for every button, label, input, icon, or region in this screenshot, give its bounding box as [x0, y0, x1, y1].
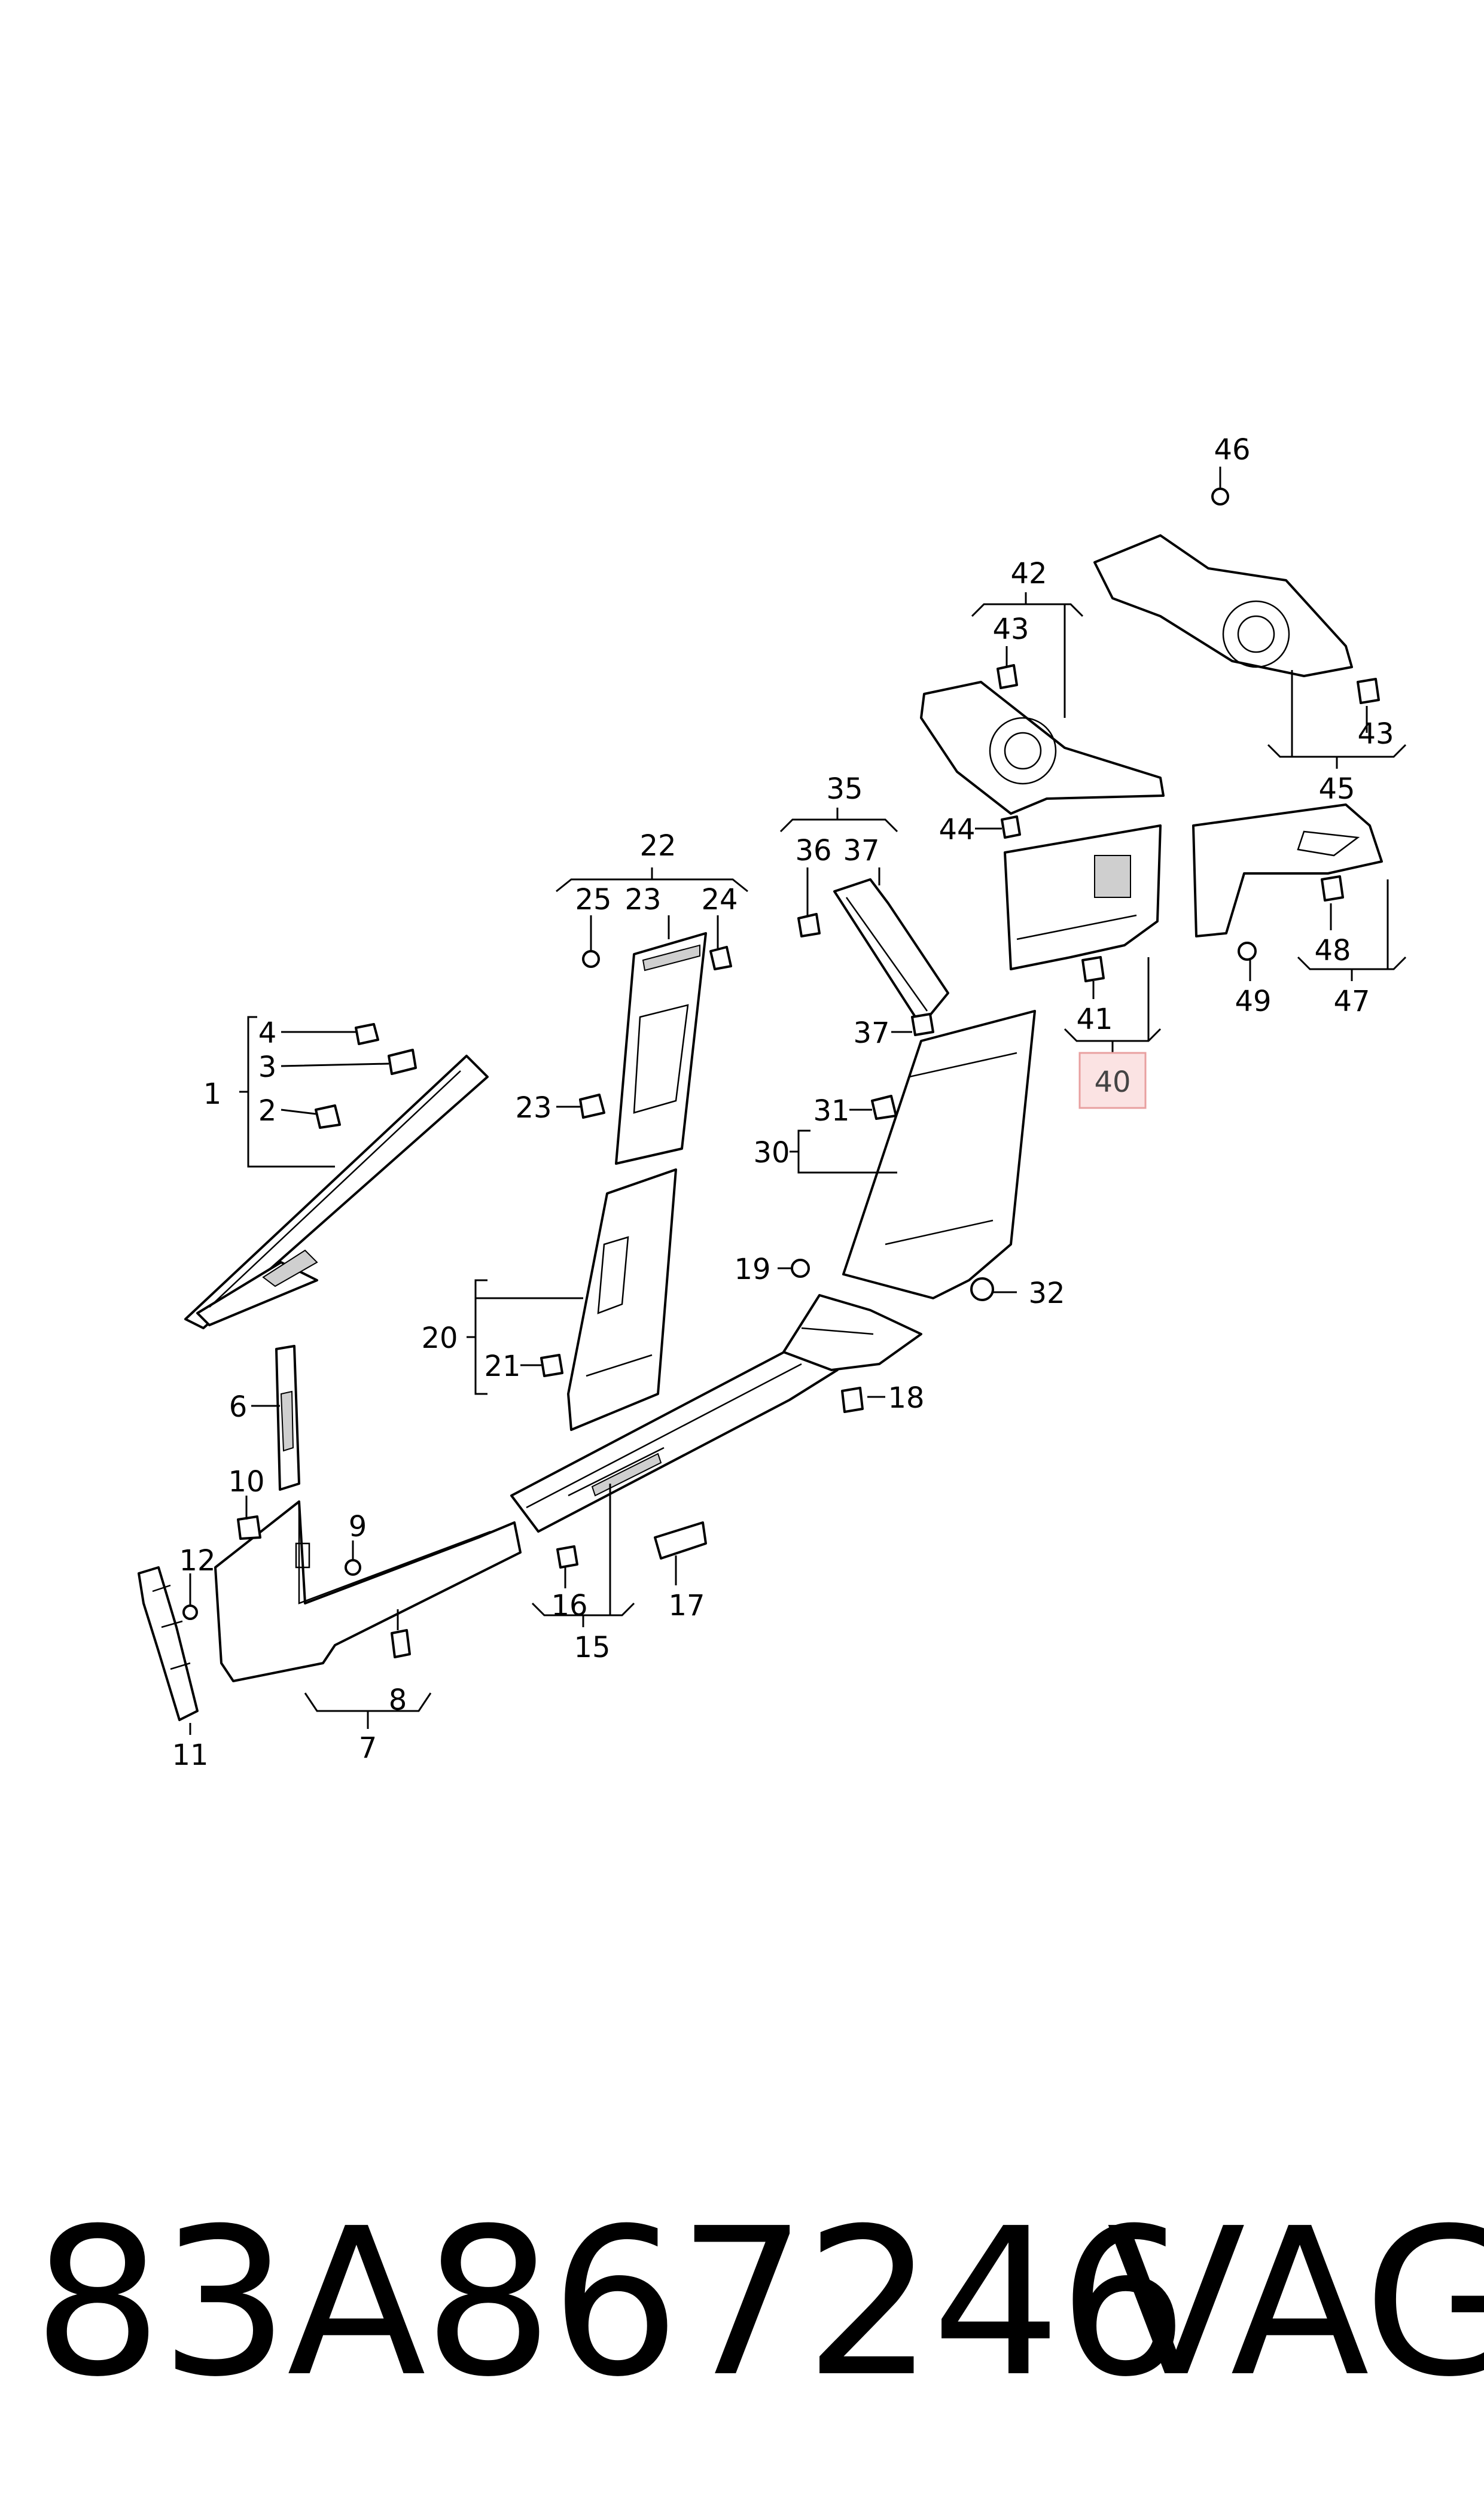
- luggage-trim-47: [1192, 803, 1383, 937]
- a-pillar-trim: [184, 1055, 489, 1329]
- rear-quarter-42: [920, 681, 1165, 815]
- clip-16: [556, 1545, 578, 1569]
- brand-name: VAG: [1107, 2185, 1484, 2422]
- callout-4: 4: [258, 1016, 277, 1050]
- callout-31: 31: [813, 1094, 849, 1128]
- clip-3: [388, 1049, 417, 1075]
- callout-11: 11: [172, 1738, 208, 1772]
- clip-48: [1321, 875, 1344, 902]
- callout-49: 49: [1235, 985, 1271, 1018]
- callout-17: 17: [668, 1589, 705, 1622]
- pillar-strip-6: [275, 1345, 300, 1491]
- clip-21: [540, 1354, 563, 1377]
- clip-32: [970, 1277, 994, 1301]
- parts-diagram: 1 2 3 4 6 7 8 9 10 11 12 15 16 17 18 19 …: [138, 433, 1407, 1772]
- screw-9: [345, 1559, 361, 1576]
- footer: 83A867246 VAG: [0, 2202, 1484, 2453]
- callout-2: 2: [258, 1094, 277, 1128]
- callout-42: 42: [1010, 557, 1047, 590]
- callout-8: 8: [389, 1683, 407, 1717]
- callout-23-side: 23: [515, 1091, 551, 1125]
- clip-18: [841, 1387, 864, 1413]
- screw-12: [182, 1604, 198, 1620]
- callout-45: 45: [1318, 772, 1355, 806]
- callout-18: 18: [888, 1381, 924, 1415]
- callout-21: 21: [484, 1350, 520, 1383]
- callout-9: 9: [349, 1510, 367, 1543]
- callout-12: 12: [179, 1544, 215, 1578]
- callout-7: 7: [359, 1731, 377, 1765]
- callout-41: 41: [1076, 1003, 1113, 1036]
- callout-19: 19: [734, 1253, 770, 1286]
- leader-lines: [189, 467, 1407, 1735]
- callout-35: 35: [826, 772, 863, 806]
- callout-10: 10: [228, 1465, 264, 1499]
- clip-31: [871, 1095, 897, 1120]
- clip-44: [1001, 815, 1021, 839]
- clip-24: [709, 946, 732, 970]
- clip-2: [315, 1104, 341, 1129]
- callout-15: 15: [574, 1631, 610, 1664]
- callout-46: 46: [1214, 433, 1250, 467]
- callout-40: 40: [1094, 1065, 1130, 1099]
- clip-43a: [997, 664, 1018, 689]
- bracket-17: [654, 1521, 707, 1560]
- screw-25: [582, 950, 600, 968]
- screw-19: [791, 1259, 810, 1278]
- clip-37: [911, 1013, 934, 1036]
- highlight-box-40: [1078, 1052, 1147, 1109]
- callout-16: 16: [551, 1589, 587, 1622]
- callout-23-top: 23: [624, 883, 661, 917]
- callout-32: 32: [1028, 1277, 1065, 1310]
- screw-46: [1211, 488, 1229, 506]
- b-pillar-lower-20: [567, 1168, 677, 1431]
- callout-44: 44: [938, 813, 975, 847]
- b-pillar-upper-22: [615, 932, 707, 1165]
- clip-10: [237, 1515, 261, 1540]
- callout-47: 47: [1333, 985, 1370, 1018]
- callout-48: 48: [1314, 934, 1351, 967]
- clip-8: [391, 1629, 411, 1658]
- callout-43-right: 43: [1357, 717, 1394, 751]
- clip-49: [1238, 942, 1257, 961]
- part-number: 83A867246: [33, 2185, 1188, 2422]
- callout-43-top: 43: [992, 613, 1029, 646]
- rear-sill-cover: [782, 1294, 922, 1371]
- callout-6: 6: [229, 1390, 248, 1424]
- rear-side-trim-40: [1004, 824, 1162, 970]
- upper-rear-panel-45: [1093, 534, 1353, 677]
- c-pillar-lower-30: [842, 1010, 1036, 1299]
- callout-37-side: 37: [853, 1016, 889, 1050]
- callout-1: 1: [203, 1077, 222, 1111]
- c-pillar-upper-35: [833, 878, 949, 1027]
- callout-25: 25: [575, 883, 611, 917]
- callout-30: 30: [753, 1136, 790, 1170]
- clip-43b: [1357, 678, 1380, 704]
- callout-labels: 1 2 3 4 6 7 8 9 10 11 12 15 16 17 18 19 …: [172, 433, 1394, 1772]
- callout-22: 22: [639, 829, 676, 863]
- callout-20: 20: [421, 1322, 458, 1355]
- bracket-11: [138, 1566, 199, 1721]
- clip-23: [579, 1094, 605, 1119]
- callout-36: 36: [795, 834, 831, 867]
- clip-36: [797, 913, 821, 937]
- clip-4: [355, 1023, 379, 1045]
- callout-24: 24: [701, 883, 738, 917]
- clip-41: [1081, 956, 1105, 982]
- callout-37-top: 37: [843, 834, 879, 867]
- callout-3: 3: [258, 1051, 277, 1084]
- footwell-trim-7: [214, 1500, 522, 1682]
